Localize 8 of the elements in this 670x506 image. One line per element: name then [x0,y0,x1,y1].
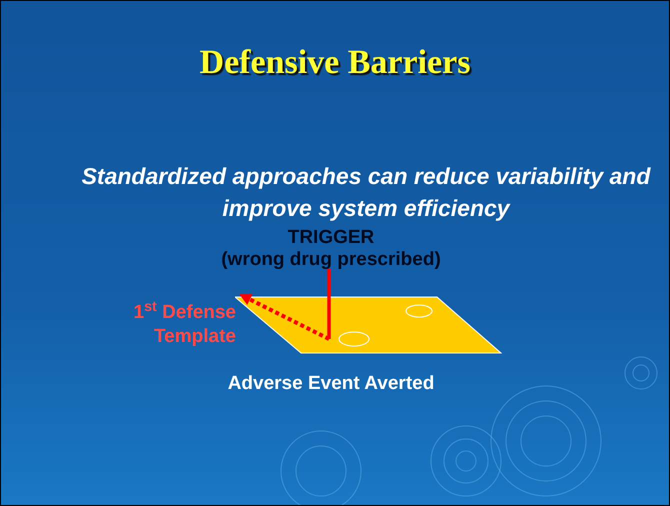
subtitle: Standardized approaches can reduce variability and improve system efficiency [80,162,652,223]
arrow [239,293,330,341]
trigger-description: (wrong drug prescribed) [221,249,441,271]
slide-title: Defensive Barriers [198,43,472,83]
connector-line [327,269,331,339]
trigger-label: TRIGGER [288,227,374,249]
outcome-label: Adverse Event Averted [226,372,436,396]
defense-label: 1$^{st}$ Defense Template [132,301,236,349]
